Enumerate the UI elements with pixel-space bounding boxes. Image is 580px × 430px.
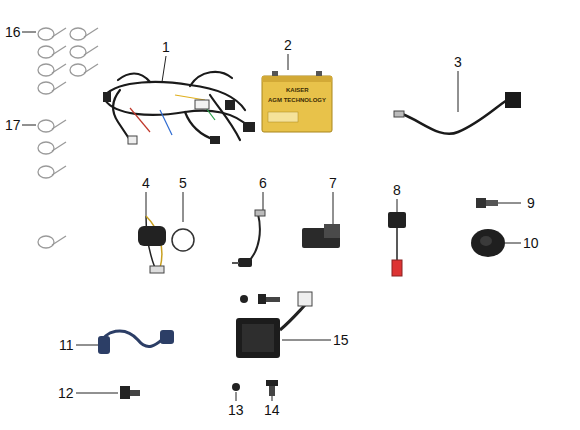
callout-number: 8 <box>393 183 401 197</box>
callout-number: 6 <box>259 176 267 190</box>
callout-number: 9 <box>527 196 535 210</box>
callout-number: 5 <box>179 176 187 190</box>
callout-number: 3 <box>454 55 462 69</box>
callout-number: 4 <box>142 176 150 190</box>
callout-number: 16 <box>5 25 21 39</box>
callout-number: 14 <box>264 403 280 417</box>
callout-number: 7 <box>329 176 337 190</box>
battery-brand: KAISER <box>286 87 309 93</box>
battery-text: AGM TECHNOLOGY <box>268 97 326 103</box>
callout-number: 1 <box>162 40 170 54</box>
callout-number: 12 <box>58 386 74 400</box>
callout-number: 13 <box>228 403 244 417</box>
callout-number: 10 <box>523 236 539 250</box>
callout-number: 17 <box>5 118 21 132</box>
callout-number: 2 <box>284 38 292 52</box>
callout-number: 15 <box>333 333 349 347</box>
callout-number: 11 <box>59 338 74 352</box>
